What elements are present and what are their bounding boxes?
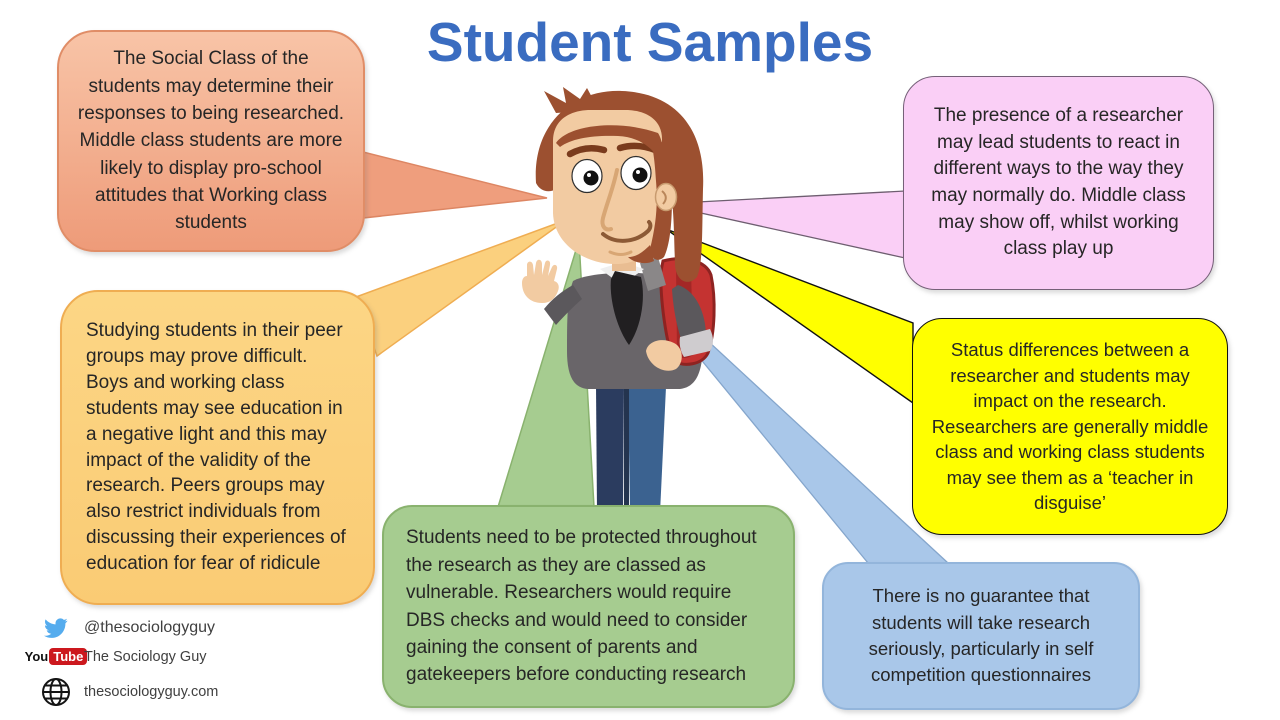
youtube-channel-name: The Sociology Guy [84, 648, 207, 665]
bubble-social-class-text: The Social Class of the students may det… [77, 48, 345, 234]
globe-icon [28, 676, 84, 708]
website-url: thesociologyguy.com [84, 684, 219, 700]
twitter-handle: @thesociologyguy [84, 619, 215, 636]
bubble-peer-groups-text: Studying students in their peer groups m… [86, 320, 346, 574]
youtube-logo-you: You [24, 649, 49, 664]
bubble-researcher-presence-text: The presence of a researcher may lead st… [931, 105, 1186, 260]
footer-website-row: thesociologyguy.com [28, 676, 218, 708]
twitter-bird-icon [28, 618, 84, 638]
page-title: Student Samples [426, 11, 874, 73]
bubble-researcher-presence: The presence of a researcher may lead st… [903, 76, 1214, 290]
bubble-status-differences-text: Status differences between a researcher … [931, 339, 1209, 514]
youtube-logo-tube: Tube [49, 648, 88, 665]
bubble-protection-text: Students need to be protected throughout… [406, 527, 757, 686]
bubble-social-class: The Social Class of the students may det… [57, 30, 365, 252]
bubble-status-differences: Status differences between a researcher … [912, 318, 1228, 535]
student-character-illustration [522, 87, 716, 513]
bubble-no-guarantee: There is no guarantee that students will… [822, 562, 1140, 710]
bubble-peer-groups: Studying students in their peer groups m… [60, 290, 375, 605]
bubble-no-guarantee-text: There is no guarantee that students will… [868, 585, 1094, 686]
bubble-protection: Students need to be protected throughout… [382, 505, 795, 708]
footer-twitter-row: @thesociologyguy [28, 618, 215, 638]
